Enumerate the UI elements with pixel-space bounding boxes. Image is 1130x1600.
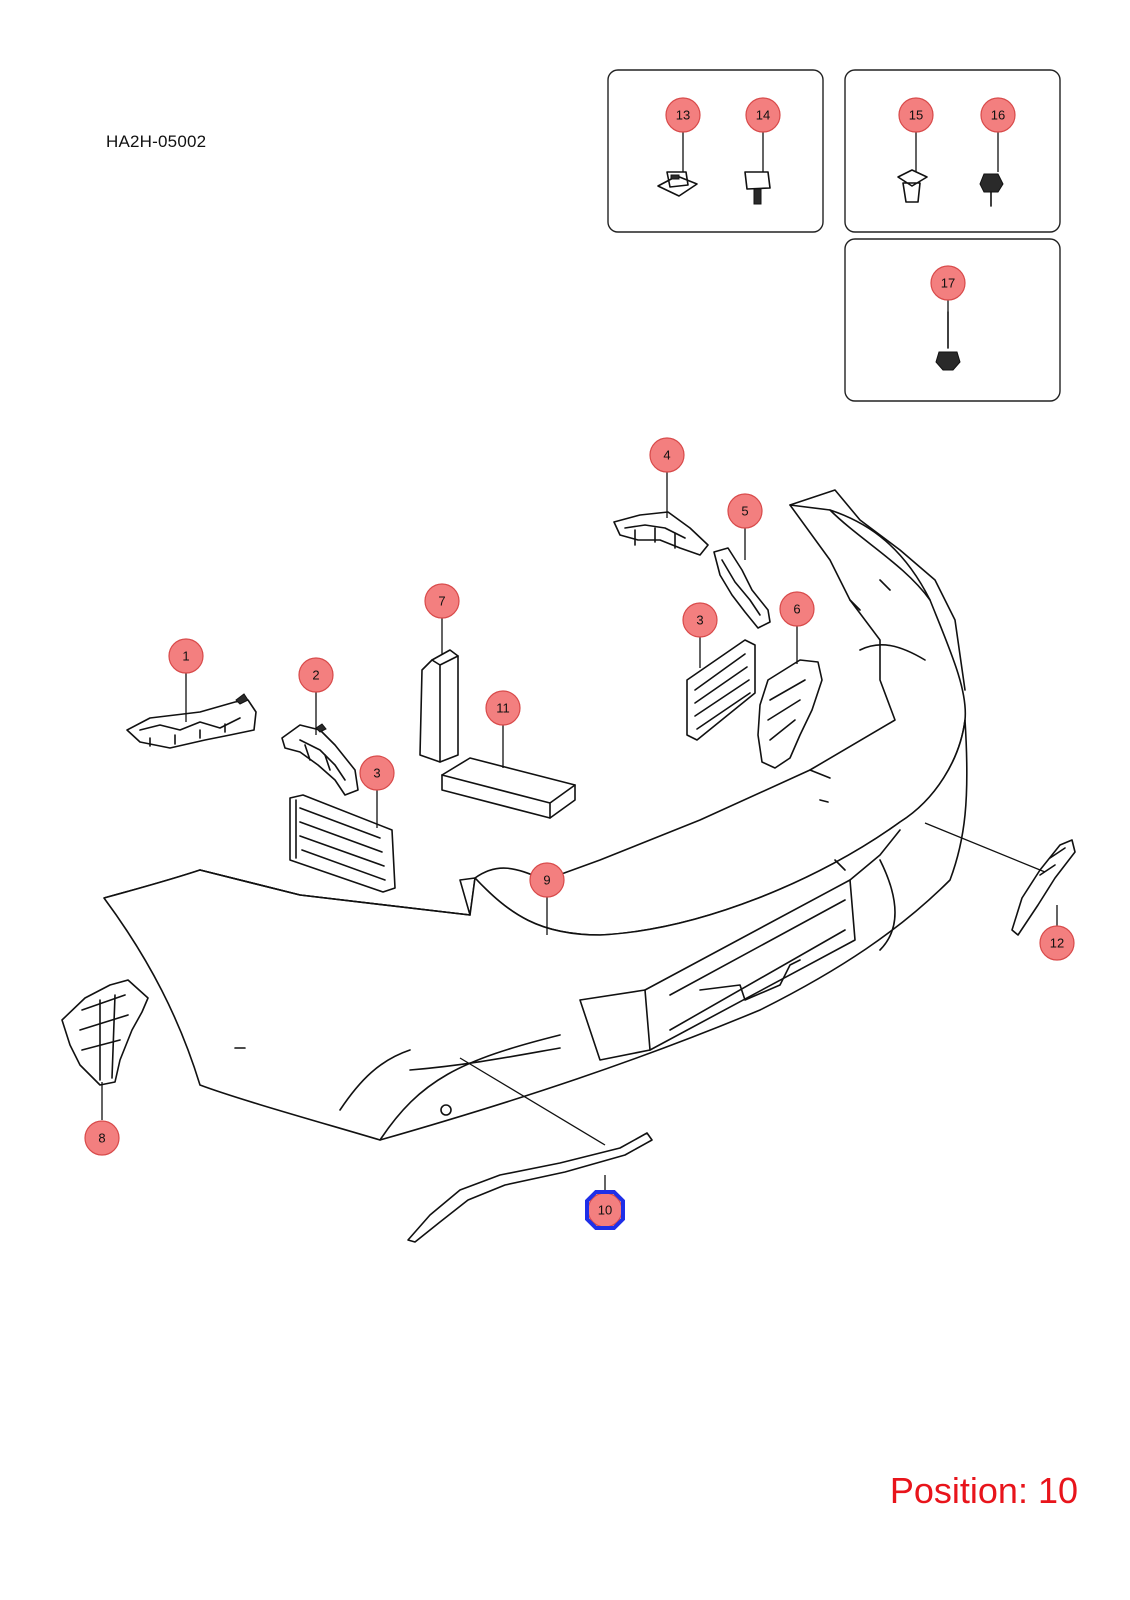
selected-callout-highlight (585, 1190, 625, 1230)
svg-text:13: 13 (676, 108, 690, 123)
callout-4[interactable]: 4 (649, 437, 685, 473)
svg-text:5: 5 (741, 504, 748, 519)
svg-text:16: 16 (991, 108, 1005, 123)
svg-text:15: 15 (909, 108, 923, 123)
screw-16-drawing (979, 173, 1004, 193)
svg-text:12: 12 (1050, 936, 1064, 951)
bracket-2-drawing (281, 723, 359, 796)
inset-box-13-14 (607, 69, 824, 233)
inset-box-15-16 (844, 69, 1061, 233)
svg-text:9: 9 (543, 873, 550, 888)
callout-17[interactable]: 17 (930, 265, 966, 301)
air-duct-6-drawing (757, 659, 823, 769)
svg-text:1: 1 (182, 649, 189, 664)
foam-block-11-drawing (441, 757, 576, 819)
svg-text:11: 11 (496, 701, 510, 716)
bracket-4-drawing (613, 511, 709, 556)
bracket-8-drawing (61, 979, 149, 1086)
callout-5[interactable]: 5 (727, 493, 763, 529)
callout-13[interactable]: 13 (665, 97, 701, 133)
stud-14-drawing (744, 171, 771, 190)
bracket-1-drawing (126, 693, 257, 749)
svg-text:3: 3 (696, 613, 703, 628)
callout-3-right[interactable]: 3 (682, 602, 718, 638)
svg-text:10: 10 (598, 1203, 612, 1218)
svg-text:14: 14 (756, 108, 770, 123)
svg-text:6: 6 (793, 602, 800, 617)
lower-trim-10-drawing (407, 1132, 653, 1243)
svg-text:17: 17 (941, 276, 955, 291)
bumper-cover-9 (103, 489, 968, 1141)
callout-7[interactable]: 7 (424, 583, 460, 619)
trim-strip-12-drawing (1011, 839, 1076, 936)
callout-2[interactable]: 2 (298, 657, 334, 693)
push-clip-15-drawing (897, 169, 928, 203)
document-code: HA2H-05002 (106, 132, 207, 151)
vent-grille-3-right-drawing (686, 639, 756, 741)
callout-9[interactable]: 9 (529, 862, 565, 898)
callout-14[interactable]: 14 (745, 97, 781, 133)
svg-text:8: 8 (98, 1131, 105, 1146)
callout-16[interactable]: 16 (980, 97, 1016, 133)
callout-8[interactable]: 8 (84, 1120, 120, 1156)
svg-text:7: 7 (438, 594, 445, 609)
callout-1[interactable]: 1 (168, 638, 204, 674)
svg-text:2: 2 (312, 668, 319, 683)
callout-3-left[interactable]: 3 (359, 755, 395, 791)
foam-block-7-drawing (419, 649, 459, 763)
callout-12[interactable]: 12 (1039, 925, 1075, 961)
inset-box-17 (844, 238, 1061, 402)
bracket-5-drawing (713, 547, 771, 629)
svg-text:3: 3 (373, 766, 380, 781)
callout-11[interactable]: 11 (485, 690, 521, 726)
callout-6[interactable]: 6 (779, 591, 815, 627)
vent-grille-3-left-drawing (289, 794, 396, 893)
svg-text:4: 4 (663, 448, 670, 463)
callout-15[interactable]: 15 (898, 97, 934, 133)
callout-10[interactable]: 10 (587, 1192, 623, 1228)
position-label: Position: 10 (889, 1470, 1078, 1511)
